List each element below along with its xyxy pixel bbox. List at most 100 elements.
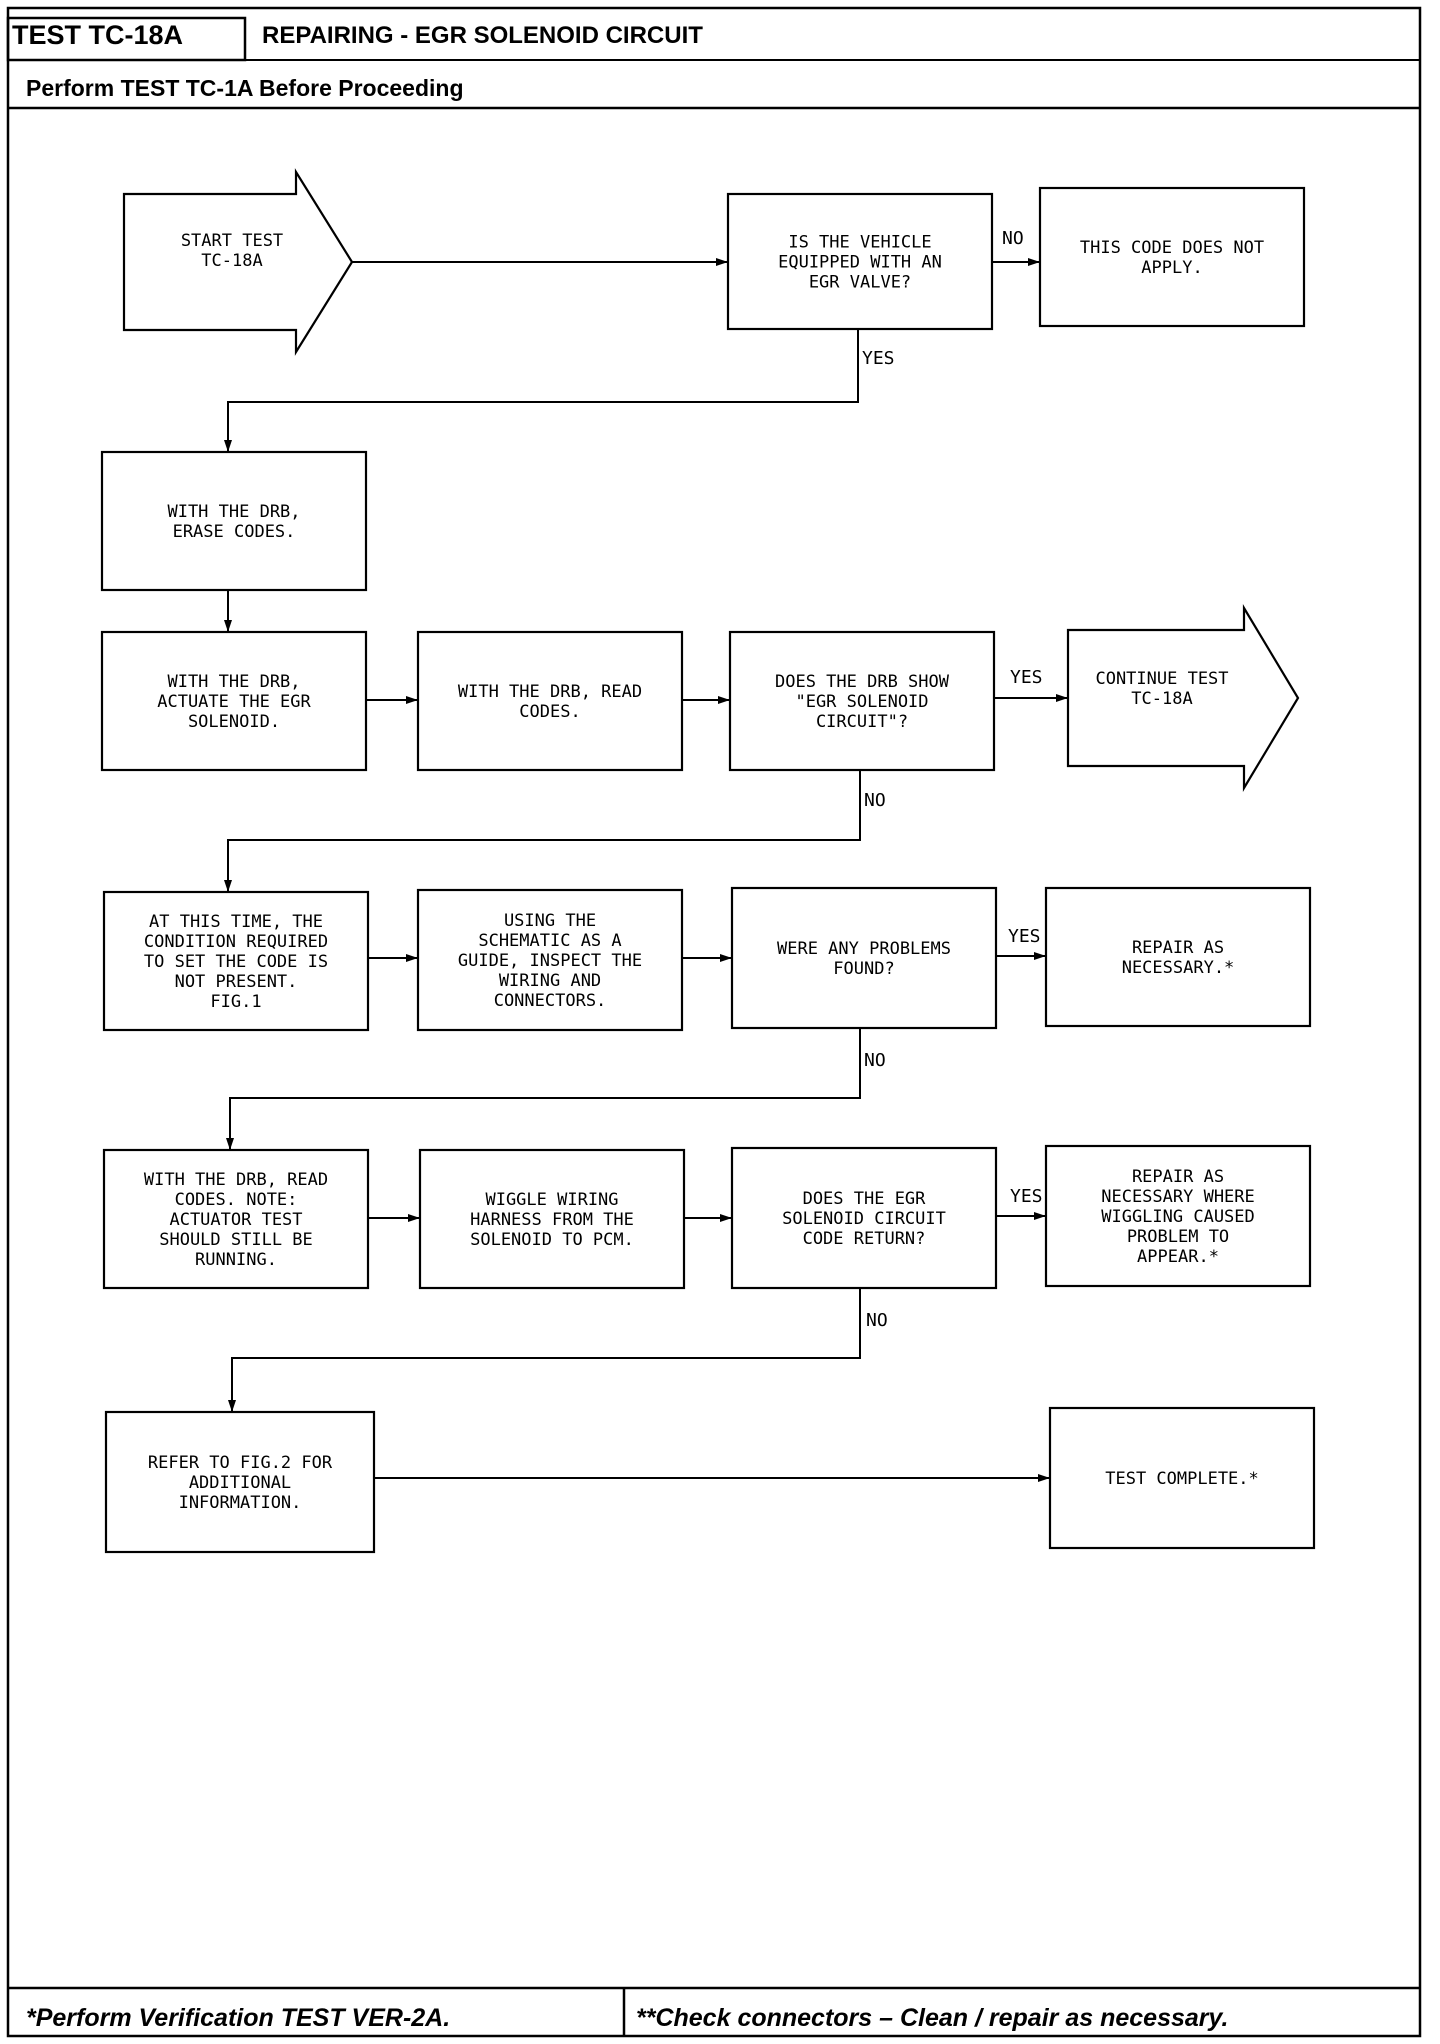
terminal-repair — [1044, 886, 1312, 1028]
decision-problems-found — [730, 886, 998, 1030]
yes-label-return: YES — [1010, 1186, 1043, 1207]
step-refer-fig2-line: REFER TO FIG.2 FOR — [148, 1453, 333, 1473]
step-read-codes-note-line: CODES. NOTE: — [175, 1190, 298, 1210]
connector-line — [229, 1028, 861, 1150]
decision-egr-valve-line: IS THE VEHICLE — [788, 232, 931, 252]
footer-connectors: **Check connectors – Clean / repair as n… — [636, 2004, 1229, 2032]
arrow-head — [1038, 1474, 1050, 1482]
step-not-present — [102, 890, 370, 1032]
start-arrow-line: START TEST — [181, 231, 283, 251]
footer-verification: *Perform Verification TEST VER-2A. — [26, 2004, 451, 2032]
step-not-present-line: NOT PRESENT. — [175, 972, 298, 992]
test-title: REPAIRING - EGR SOLENOID CIRCUIT — [262, 22, 703, 49]
step-erase-codes-text: WITH THE DRB,ERASE CODES. — [167, 502, 300, 542]
arrow-head — [406, 696, 418, 704]
terminal-test-complete-text: TEST COMPLETE.* — [1105, 1469, 1259, 1489]
step-not-present-line: FIG.1 — [210, 992, 261, 1012]
decision-problems-found-line: FOUND? — [833, 959, 894, 979]
step-refer-fig2-line: INFORMATION. — [179, 1493, 302, 1513]
terminal-repair-line: REPAIR AS — [1132, 938, 1224, 958]
arrow-head — [224, 620, 232, 632]
start-arrow-shape — [122, 168, 354, 356]
step-wiggle-harness-line: HARNESS FROM THE — [470, 1210, 634, 1230]
arrow-head — [1034, 952, 1046, 960]
yes-label-drb: YES — [1010, 667, 1043, 688]
arrow-head — [1028, 258, 1040, 266]
step-actuate-solenoid-line: ACTUATE THE EGR — [157, 692, 311, 712]
step-erase-codes — [100, 450, 368, 592]
decision-code-return-line: CODE RETURN? — [803, 1229, 926, 1249]
connector-line — [227, 770, 861, 892]
decision-problems-found-line: WERE ANY PROBLEMS — [777, 939, 951, 959]
arrow-head — [720, 1214, 732, 1222]
arrow-head — [718, 696, 730, 704]
arrow-head — [228, 1400, 236, 1412]
step-erase-codes-line: ERASE CODES. — [173, 522, 296, 542]
step-inspect-wiring-line: GUIDE, INSPECT THE — [458, 951, 642, 971]
arrow-head — [224, 880, 232, 892]
step-actuate-solenoid-line: WITH THE DRB, — [167, 672, 300, 692]
step-read-codes-note-line: SHOULD STILL BE — [159, 1230, 313, 1250]
step-actuate-solenoid — [100, 630, 368, 772]
connector-line — [231, 1288, 861, 1412]
yes-label-egr: YES — [862, 348, 895, 369]
decision-egr-valve-line: EQUIPPED WITH AN — [778, 252, 942, 272]
step-read-codes-note-line: WITH THE DRB, READ — [144, 1170, 328, 1190]
step-refer-fig2-line: ADDITIONAL — [189, 1473, 291, 1493]
step-erase-codes-line: WITH THE DRB, — [167, 502, 300, 522]
test-id: TEST TC-18A — [12, 20, 184, 50]
terminal-not-apply — [1038, 186, 1306, 328]
arrow-head — [226, 1138, 234, 1150]
step-read-codes-line: WITH THE DRB, READ — [458, 682, 642, 702]
arrow-head — [1056, 694, 1068, 702]
no-label-return: NO — [866, 1310, 888, 1331]
step-read-codes-note-line: ACTUATOR TEST — [169, 1210, 302, 1230]
arrow-head — [716, 258, 728, 266]
prerequisite-note: Perform TEST TC-1A Before Proceeding — [26, 75, 464, 101]
step-refer-fig2 — [104, 1410, 376, 1554]
yes-label-problems: YES — [1008, 926, 1041, 947]
step-wiggle-harness — [418, 1148, 686, 1290]
decision-egr-valve — [726, 192, 994, 331]
arrow-head — [406, 954, 418, 962]
terminal-repair-wiggle-line: WIGGLING CAUSED — [1101, 1207, 1255, 1227]
step-wiggle-harness-line: WIGGLE WIRING — [485, 1190, 618, 1210]
decision-code-return-line: SOLENOID CIRCUIT — [782, 1209, 946, 1229]
step-inspect-wiring-line: CONNECTORS. — [494, 991, 607, 1011]
step-read-codes-line: CODES. — [519, 702, 580, 722]
terminal-not-apply-line: THIS CODE DOES NOT — [1080, 238, 1264, 258]
step-read-codes-note-line: RUNNING. — [195, 1250, 277, 1270]
step-read-codes-note — [102, 1148, 370, 1290]
decision-drb-show-line: CIRCUIT"? — [816, 712, 908, 732]
no-label-egr: NO — [1002, 228, 1024, 249]
no-label-problems: NO — [864, 1050, 886, 1071]
terminal-repair-wiggle-line: NECESSARY WHERE — [1101, 1187, 1255, 1207]
arrow-head — [1034, 1212, 1046, 1220]
page-border — [6, 6, 1422, 2038]
terminal-repair-wiggle-line: REPAIR AS — [1132, 1167, 1224, 1187]
step-inspect-wiring — [416, 888, 684, 1032]
terminal-test-complete-line: TEST COMPLETE.* — [1105, 1469, 1259, 1489]
step-actuate-solenoid-line: SOLENOID. — [188, 712, 280, 732]
start-arrow-line: TC-18A — [201, 251, 262, 271]
arrow-head — [224, 440, 232, 452]
step-not-present-line: TO SET THE CODE IS — [144, 952, 328, 972]
step-wiggle-harness-line: SOLENOID TO PCM. — [470, 1230, 634, 1250]
decision-code-return-line: DOES THE EGR — [803, 1189, 927, 1209]
